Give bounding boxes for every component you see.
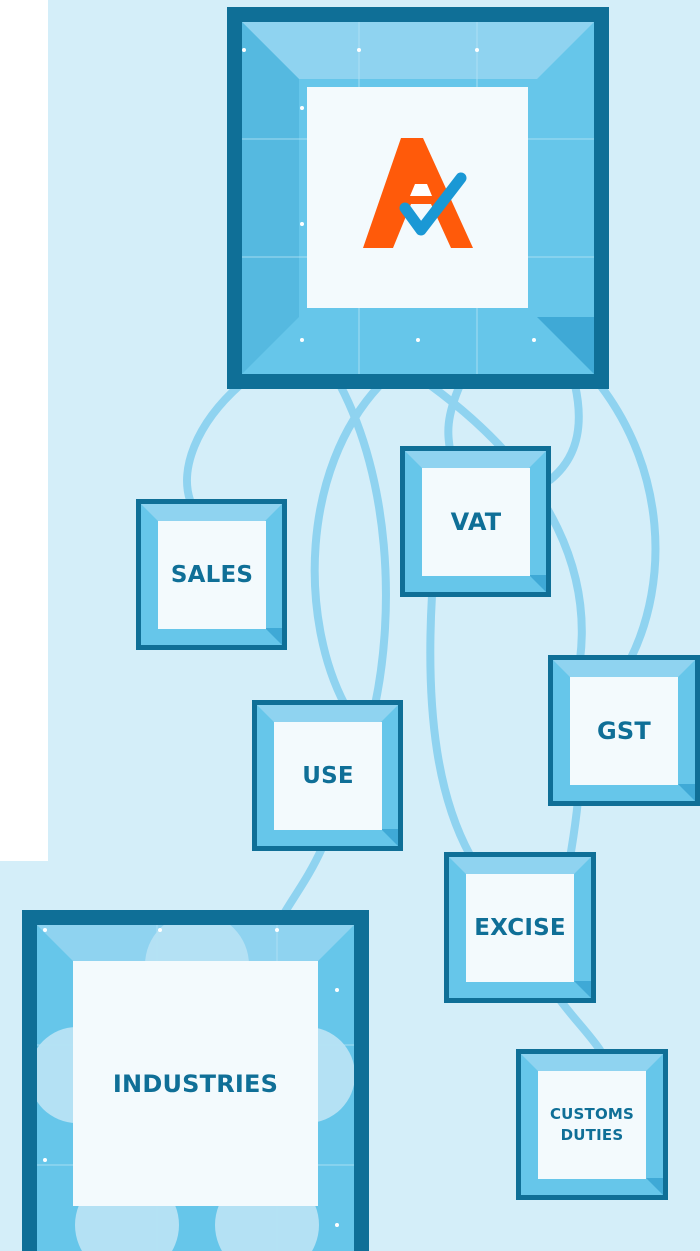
gst-label: GST [597,717,651,745]
customs-duties-label: CUSTOMS DUTIES [549,1105,635,1144]
excise-label-panel: EXCISE [466,874,574,982]
logo-box [227,7,609,389]
use-node-decoration [257,705,398,846]
excise-label: EXCISE [474,915,566,941]
excise-node: EXCISE [444,852,596,1003]
connector-use-industries [281,844,326,916]
vat-node-decoration [405,451,546,592]
sales-node: SALES [136,499,287,650]
gst-node: GST [548,655,700,806]
vat-node: VAT [400,446,551,597]
vat-label-panel: VAT [422,468,530,576]
sales-label-panel: SALES [158,521,266,629]
industries-label: INDUSTRIES [112,1069,279,1098]
connector-logo-vat [444,381,464,454]
connector-logo-gst-a [426,381,586,664]
connector-vat-excise [426,591,474,859]
customs-node-decoration [521,1054,663,1195]
logo-box-decoration [242,22,594,374]
use-label: USE [302,763,354,789]
industries-node: INDUSTRIES [22,910,369,1251]
left-white-panel [0,0,48,861]
customs-duties-node: CUSTOMS DUTIES [516,1049,668,1200]
connector-logo-use-b [310,381,384,709]
customs-label-panel: CUSTOMS DUTIES [538,1071,646,1179]
gst-node-decoration [553,660,695,801]
connector-excise-customs [556,996,604,1054]
avalara-logo-icon [362,137,473,248]
connector-logo-sales [183,381,244,504]
excise-node-decoration [449,857,591,998]
use-label-panel: USE [274,722,382,830]
connector-logo-vat-right [546,381,583,484]
vat-label: VAT [450,508,502,536]
connector-logo-use-a [336,381,390,709]
industries-label-panel: INDUSTRIES [73,961,318,1206]
connector-logo-gst-b [596,381,660,664]
gst-label-panel: GST [570,677,678,785]
use-node: USE [252,700,403,851]
connector-gst-excise [566,796,582,862]
sales-node-decoration [141,504,282,645]
sales-label: SALES [170,562,254,588]
logo-panel [307,87,528,308]
